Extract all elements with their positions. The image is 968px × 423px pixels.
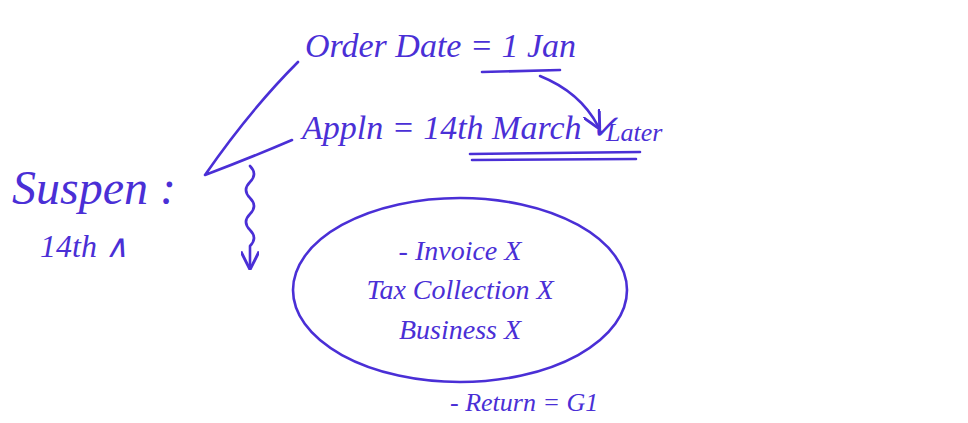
- heading-note: Suspen :: [12, 160, 176, 215]
- underline: [472, 159, 636, 160]
- group-content: - Invoice X Tax Collection X Business X: [290, 195, 630, 385]
- underline: [470, 152, 640, 154]
- underline: [482, 70, 560, 72]
- list-item: Tax Collection X: [366, 273, 553, 307]
- list-item: Business X: [399, 313, 521, 347]
- squiggle-arrow: [246, 166, 254, 266]
- ellipse: [293, 198, 627, 382]
- list-item: - Invoice X: [399, 234, 522, 268]
- note-word: 14th ∧: [40, 228, 128, 265]
- split-bracket: [205, 62, 298, 175]
- note-line: Appln = 14th March ✓: [302, 108, 618, 147]
- note-line: Order Date = 1 Jan: [305, 26, 576, 65]
- circled-group: - Invoice X Tax Collection X Business X: [290, 195, 630, 385]
- note-line: - Return = G1: [450, 388, 598, 418]
